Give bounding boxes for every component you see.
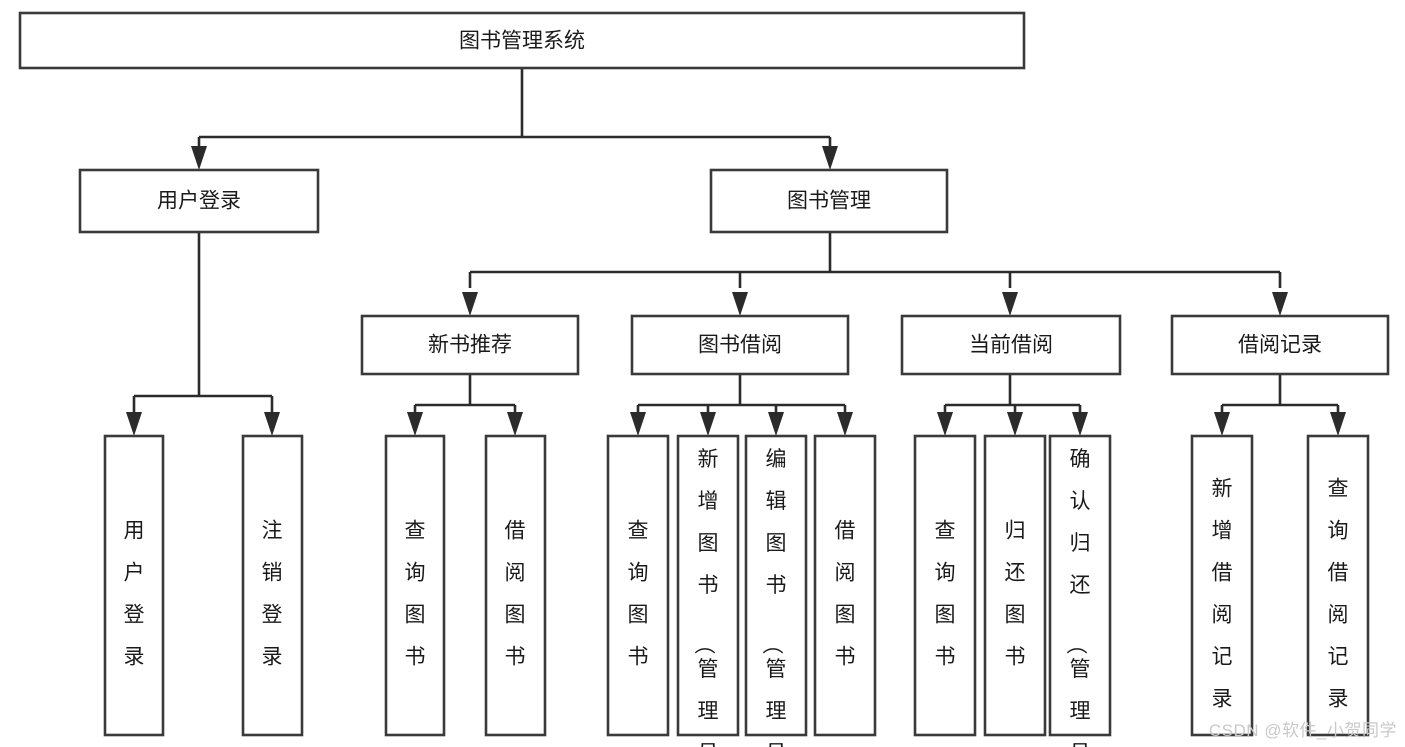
leaf-node-user-login[interactable]: 用户登录 (103, 434, 165, 737)
leaf-box[interactable] (103, 434, 165, 737)
arrow-head-icon (462, 292, 478, 316)
leaf-label: 确认归还（管理员） (1065, 448, 1091, 747)
node-new-book-recommend[interactable]: 新书推荐 (360, 314, 580, 376)
arrow-head-icon (1007, 412, 1023, 436)
arrow-head-icon (507, 412, 523, 436)
arrow-head-icon (1002, 292, 1018, 316)
node-root[interactable]: 图书管理系统 (18, 11, 1026, 70)
leaf-node-confirm-return-admin[interactable]: 确认归还（管理员） (1048, 434, 1112, 747)
node-book-borrow-box[interactable] (630, 314, 850, 376)
leaf-label: 归还图书 (1005, 519, 1026, 668)
connector-group-new-book (407, 374, 523, 436)
node-new-book-recommend-label: 新书推荐 (428, 334, 512, 357)
leaf-box[interactable] (241, 434, 304, 737)
leaf-box[interactable] (744, 434, 808, 737)
node-user-login-label: 用户登录 (157, 190, 241, 213)
node-borrow-record[interactable]: 借阅记录 (1170, 314, 1390, 376)
leaf-label: 查询图书 (628, 519, 649, 668)
arrow-head-icon (264, 412, 280, 436)
arrow-head-icon (407, 412, 423, 436)
leaf-box[interactable] (913, 434, 977, 737)
leaf-box[interactable] (606, 434, 670, 737)
arrow-head-icon (732, 292, 748, 316)
leaf-label: 查询图书 (935, 519, 956, 668)
node-borrow-record-box[interactable] (1170, 314, 1390, 376)
arrow-head-icon (937, 412, 953, 436)
node-book-management-label: 图书管理 (787, 190, 871, 213)
arrow-head-icon (630, 412, 646, 436)
leaf-label: 借阅图书 (835, 519, 856, 668)
leaf-label: 新增借阅记录 (1212, 477, 1233, 710)
connector-group-book-borrow (630, 374, 853, 436)
leaf-box[interactable] (1048, 434, 1112, 737)
leaf-label: 借阅图书 (505, 519, 526, 668)
node-user-login-box[interactable] (78, 168, 320, 234)
arrow-head-icon (768, 412, 784, 436)
arrow-head-icon (1272, 292, 1288, 316)
node-current-borrow-box[interactable] (900, 314, 1122, 376)
arrow-head-icon (1214, 412, 1230, 436)
leaf-label: 查询借阅记录 (1328, 477, 1349, 710)
node-current-borrow[interactable]: 当前借阅 (900, 314, 1122, 376)
node-book-borrow[interactable]: 图书借阅 (630, 314, 850, 376)
leaf-node-edit-book-admin[interactable]: 编辑图书（管理员） (744, 434, 808, 747)
leaf-box[interactable] (1306, 434, 1370, 737)
leaf-label: 新增图书（管理员） (693, 448, 719, 747)
leaf-box[interactable] (813, 434, 877, 737)
node-root-label: 图书管理系统 (459, 30, 585, 53)
leaf-node-query-book-newbook[interactable]: 查询图书 (384, 434, 446, 737)
arrow-head-icon (837, 412, 853, 436)
leaf-box[interactable] (484, 434, 547, 737)
node-user-login[interactable]: 用户登录 (78, 168, 320, 234)
leaf-box[interactable] (676, 434, 740, 737)
node-book-management[interactable]: 图书管理 (709, 168, 949, 234)
node-borrow-record-label: 借阅记录 (1238, 334, 1322, 357)
arrow-head-icon (126, 412, 142, 436)
arrow-head-icon (700, 412, 716, 436)
arrow-head-icon (1330, 412, 1346, 436)
connector-group-current-borrow (937, 374, 1088, 436)
leaf-node-query-book-borrow[interactable]: 查询图书 (606, 434, 670, 737)
arrow-head-icon (822, 146, 838, 170)
leaf-node-borrow-book[interactable]: 借阅图书 (813, 434, 877, 737)
node-new-book-recommend-box[interactable] (360, 314, 580, 376)
leaf-box[interactable] (1190, 434, 1254, 737)
leaf-label: 查询图书 (405, 519, 426, 668)
node-root-box[interactable] (18, 11, 1026, 70)
leaf-box[interactable] (384, 434, 446, 737)
leaf-node-query-book-current[interactable]: 查询图书 (913, 434, 977, 737)
node-book-management-box[interactable] (709, 168, 949, 234)
leaf-node-query-borrow-record[interactable]: 查询借阅记录 (1306, 434, 1370, 737)
connector-group-borrow-record (1214, 374, 1346, 436)
arrow-head-icon (191, 146, 207, 170)
node-book-borrow-label: 图书借阅 (698, 334, 782, 357)
leaf-box[interactable] (983, 434, 1047, 737)
leaf-label: 用户登录 (124, 519, 145, 668)
leaf-label: 注销登录 (262, 519, 283, 668)
leaf-node-return-book[interactable]: 归还图书 (983, 434, 1047, 737)
node-current-borrow-label: 当前借阅 (969, 334, 1053, 357)
leaf-node-add-book-admin[interactable]: 新增图书（管理员） (676, 434, 740, 747)
connector-group-book-management (462, 232, 1288, 316)
leaf-node-add-borrow-record[interactable]: 新增借阅记录 (1190, 434, 1254, 737)
leaf-node-borrow-book-newbook[interactable]: 借阅图书 (484, 434, 547, 737)
connector-group-root (191, 68, 838, 170)
arrow-head-icon (1072, 412, 1088, 436)
leaf-label: 编辑图书（管理员） (761, 448, 787, 747)
leaf-node-logout[interactable]: 注销登录 (241, 434, 304, 737)
connector-group-user-login (126, 232, 280, 436)
